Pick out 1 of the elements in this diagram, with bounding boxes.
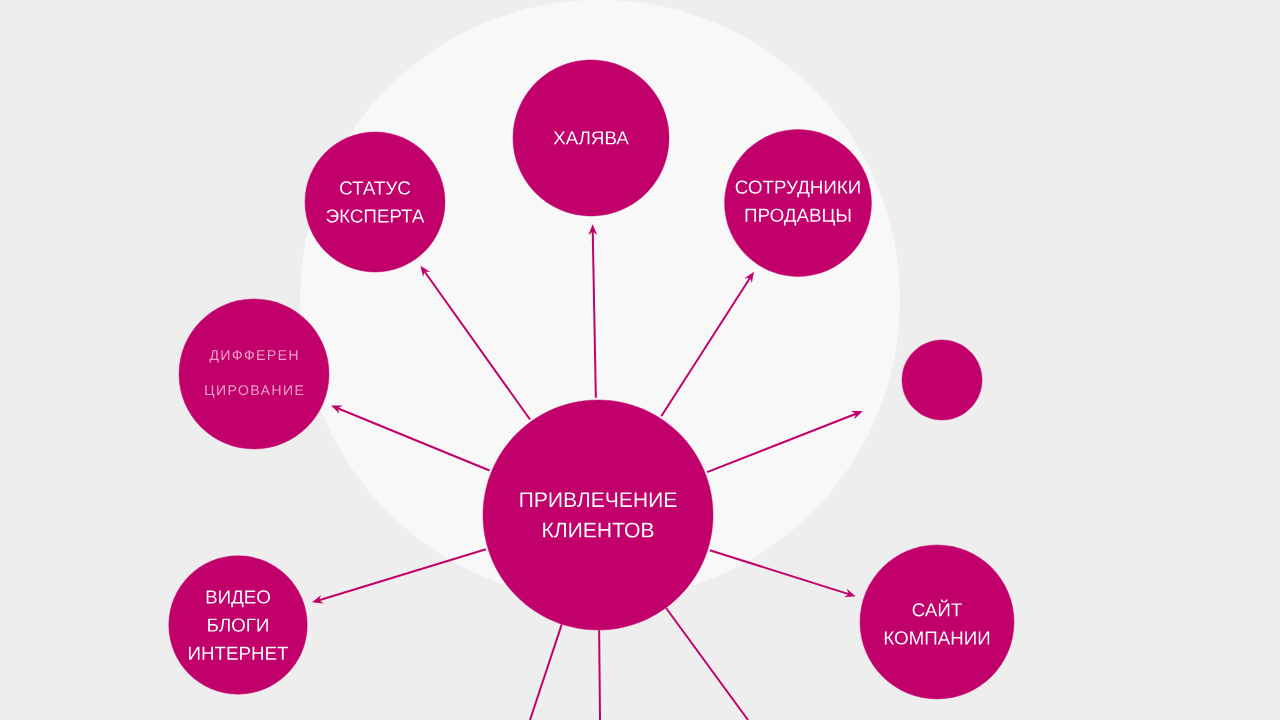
dot-circle	[901, 339, 983, 421]
